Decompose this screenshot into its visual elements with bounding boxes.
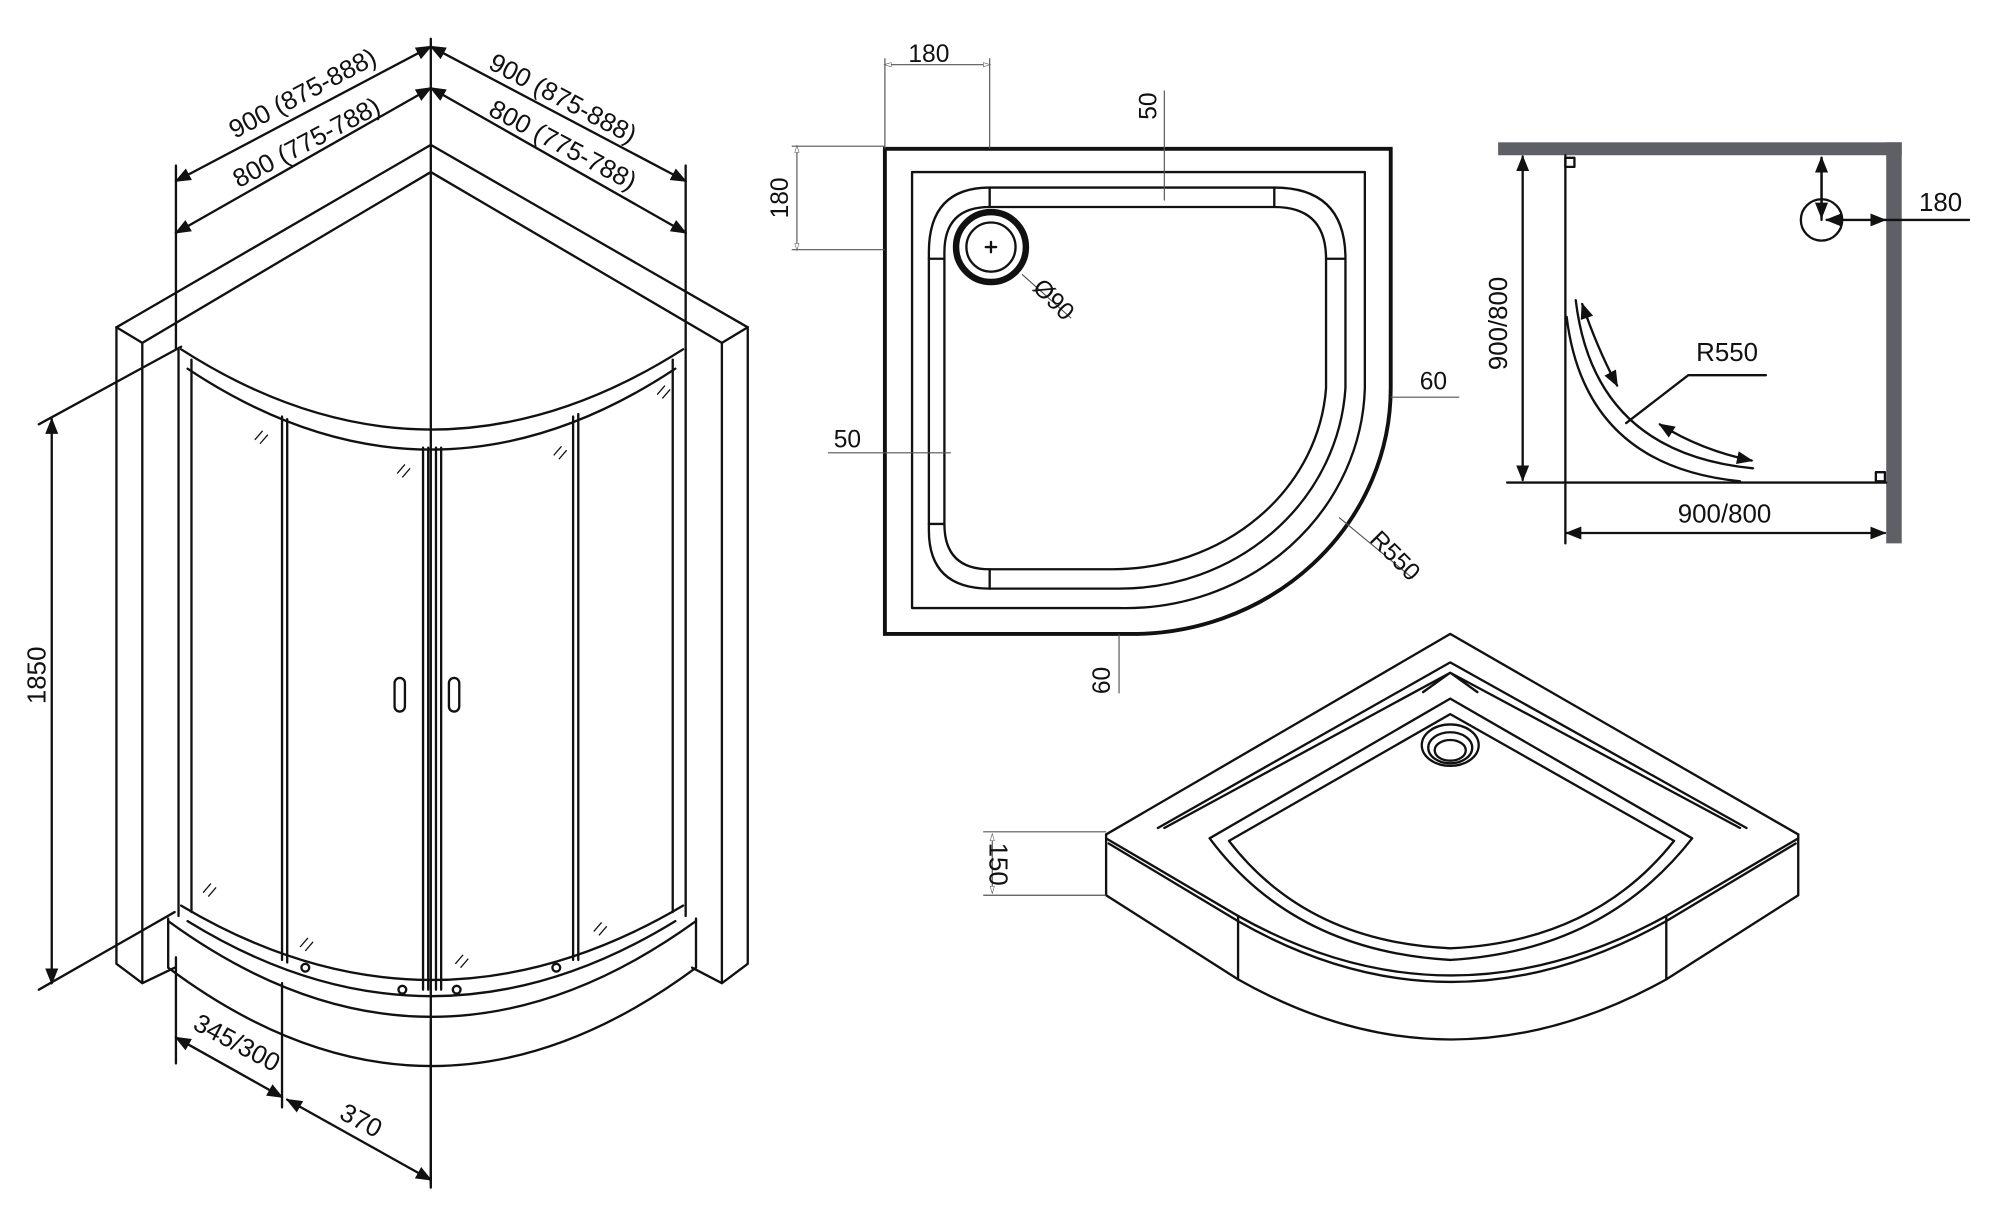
door-opening-label: 370	[335, 1099, 386, 1144]
rim-left-label: 50	[834, 427, 861, 454]
tray-plan-view: 180 180 50 60 50 60 Ø90 R550	[767, 41, 1460, 694]
door-dimensions: 345/300 370	[174, 956, 433, 1189]
drain-offset-x-label: 180	[908, 41, 949, 68]
enclosure-frame	[177, 348, 687, 998]
drain-offset-label: 180	[1919, 189, 1962, 217]
tray-outline	[882, 146, 1393, 636]
iso-enclosure-view: 900 (875-888) 800 (775-788) 900 (875-888…	[23, 37, 749, 1189]
left-door-handle	[393, 676, 407, 713]
tray-basin	[943, 205, 1328, 571]
tray-iso-drain	[1420, 723, 1480, 768]
right-angle-mark	[1564, 156, 1576, 169]
tray-radius-label: R550	[1364, 526, 1425, 587]
wall-outline	[115, 143, 749, 985]
tray-top-edge	[1104, 632, 1800, 836]
rim-bottom-label: 60	[1089, 667, 1116, 694]
glass-marks	[202, 385, 671, 969]
tray-iso-view: 150	[983, 632, 1800, 1041]
rim-top-label: 50	[1136, 92, 1163, 119]
side-vertical-label: 900/800	[1485, 277, 1513, 370]
door-handles	[393, 676, 461, 713]
side-wall	[1886, 142, 1902, 544]
curved-doors: R550	[1565, 298, 1768, 483]
drain-diameter-label: Ø90	[1027, 274, 1079, 326]
right-angle-mark	[1874, 471, 1887, 483]
drain-position: 180	[1799, 156, 1971, 242]
tray-rim	[910, 170, 1367, 610]
install-plan-view: 900/800 900/800 180 R550	[1485, 142, 1971, 545]
back-wall	[1498, 142, 1902, 156]
tray-height-label: 150	[984, 843, 1012, 886]
height-label: 1850	[23, 647, 51, 705]
fixed-panel-label: 345/300	[189, 1009, 285, 1078]
drain-offset-y-label: 180	[767, 177, 794, 218]
drain	[952, 208, 1030, 286]
tray-iso-basin	[1208, 697, 1694, 962]
height-dimension: 1850	[23, 345, 183, 991]
door-radius-label: R550	[1696, 339, 1758, 367]
rim-right-label: 60	[1420, 368, 1447, 395]
tray-plan-dimensions: 180 180 50 60 50 60 Ø90 R550	[767, 41, 1460, 694]
right-door-handle	[447, 676, 461, 713]
side-horizontal-label: 900/800	[1678, 501, 1771, 529]
door-rollers	[300, 962, 562, 995]
